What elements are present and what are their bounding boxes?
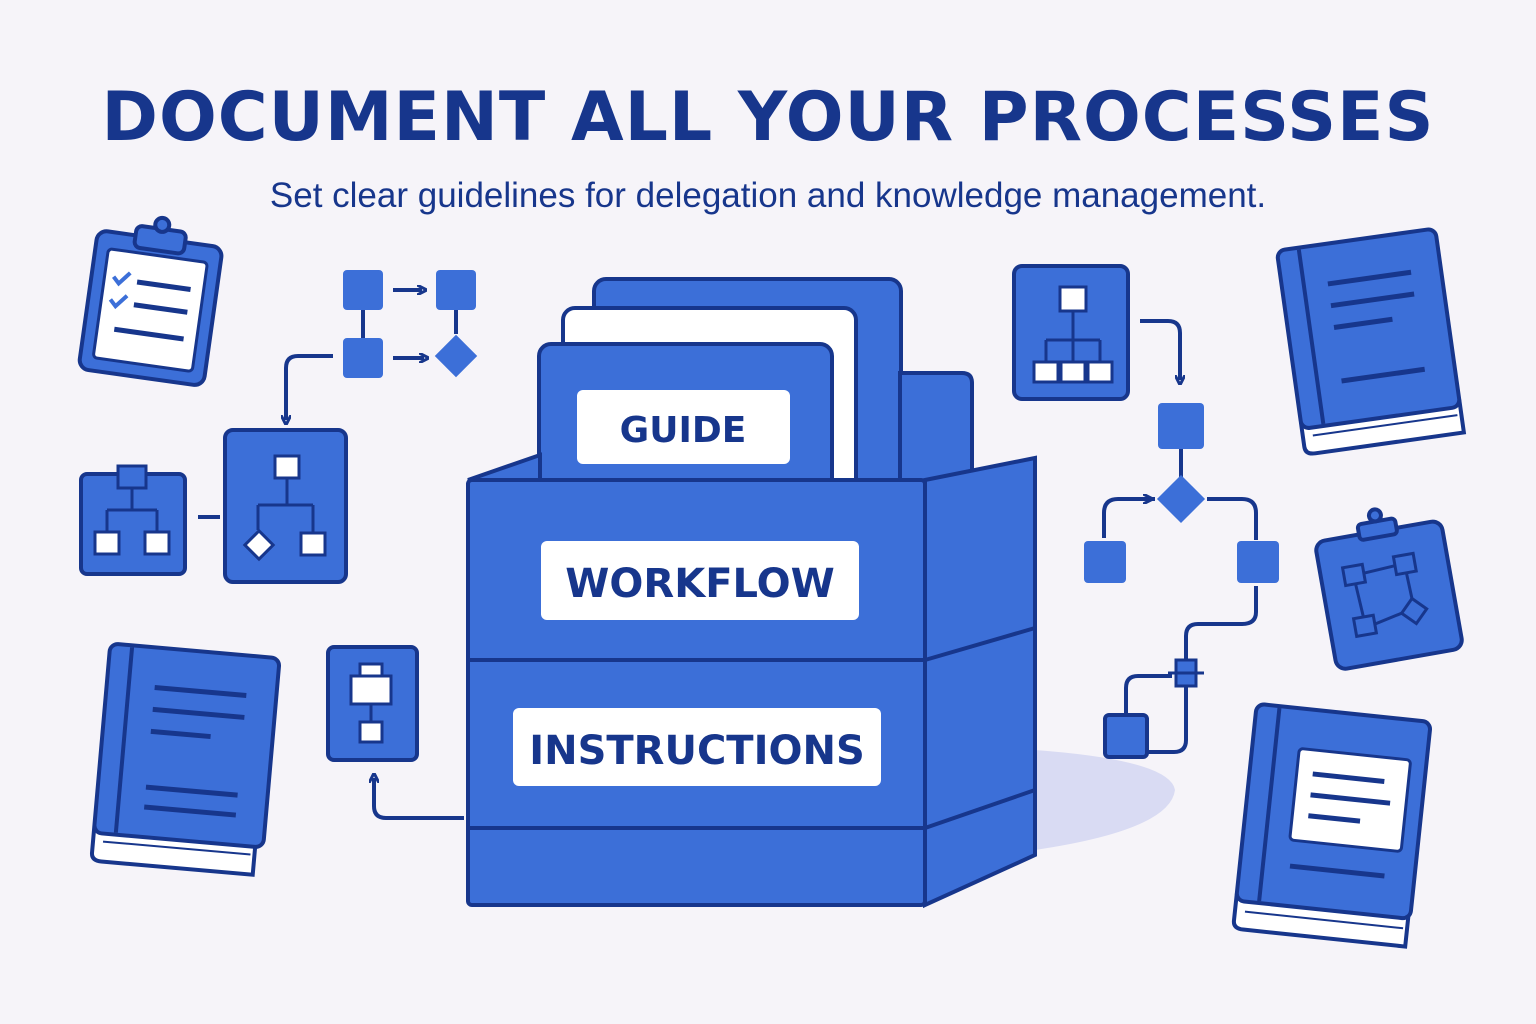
clipboard-checklist-icon <box>77 215 224 387</box>
small-flowchart-icon <box>326 645 464 820</box>
book-icon <box>90 642 282 877</box>
workflow-label: WORKFLOW <box>565 561 834 607</box>
clipboard-diagram-icon <box>1314 507 1464 671</box>
file-box-icon: GUIDE WORKFLOW INSTRUCTIONS <box>466 277 1175 909</box>
flowchart-icon <box>286 270 478 420</box>
hierarchy-diagram-icon <box>79 464 220 576</box>
page-title: DOCUMENT ALL YOUR PROCESSES <box>101 78 1435 157</box>
page-subtitle: Set clear guidelines for delegation and … <box>269 176 1267 215</box>
book-bottom-icon <box>1231 702 1433 949</box>
guide-label: GUIDE <box>620 410 747 451</box>
book-top-icon <box>1275 227 1467 456</box>
instructions-label: INSTRUCTIONS <box>529 728 865 774</box>
flowchart-panel-icon <box>223 428 348 584</box>
hierarchy-panel-icon <box>1012 264 1180 401</box>
process-flowchart-icon <box>1084 403 1279 759</box>
